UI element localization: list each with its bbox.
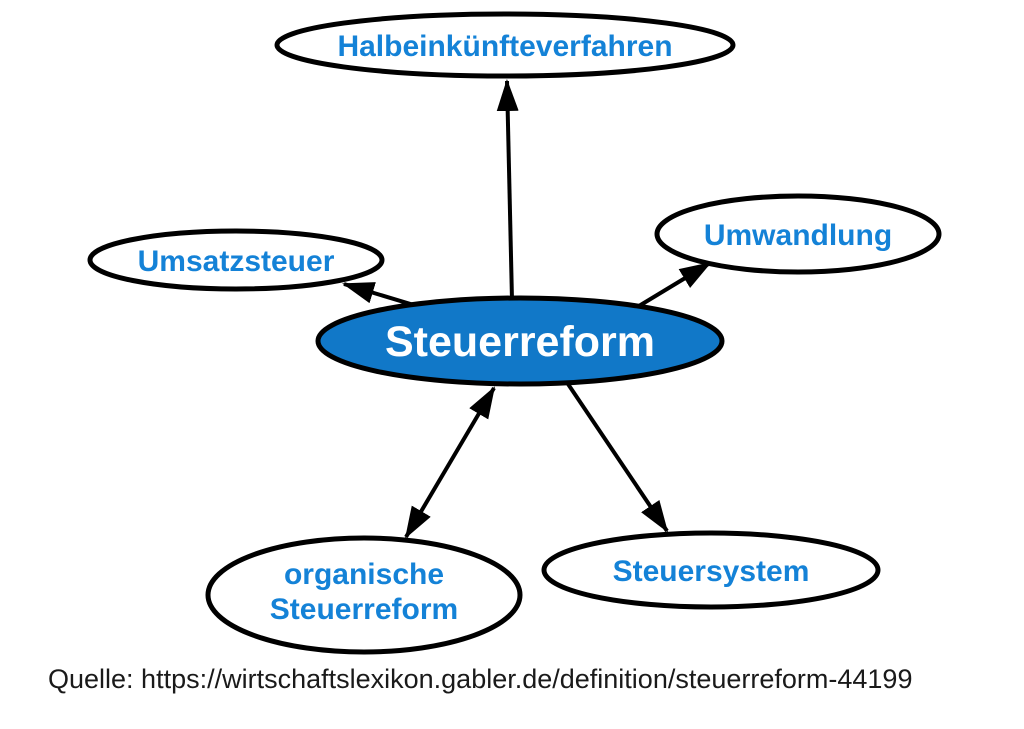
node-halbeinkuenfteverfahren-label: Halbeinkünfteverfahren: [337, 30, 672, 63]
node-umsatzsteuer-label: Umsatzsteuer: [138, 245, 335, 278]
node-umwandlung-shape[interactable]: [654, 193, 942, 275]
edge-steuerreform-steuersystem: [566, 382, 669, 533]
node-steuersystem-shape[interactable]: [541, 530, 881, 610]
node-umsatzsteuer[interactable]: Umsatzsteuer: [87, 228, 385, 292]
node-umsatzsteuer-shape[interactable]: [87, 228, 385, 292]
node-steuerreform-center-shape[interactable]: [315, 295, 725, 387]
node-halbeinkuenfteverfahren-shape[interactable]: [274, 11, 736, 79]
node-organische-steuerreform-shape[interactable]: [205, 535, 523, 655]
node-organische-steuerreform-label-line1: organische: [284, 558, 444, 591]
node-steuersystem-label: Steuersystem: [613, 555, 810, 588]
node-steuerreform-center-label: Steuerreform: [385, 318, 655, 366]
node-steuerreform-center[interactable]: Steuerreform: [315, 295, 725, 387]
node-organische-steuerreform[interactable]: organische Steuerreform: [205, 535, 523, 655]
node-umwandlung[interactable]: Umwandlung: [654, 193, 942, 275]
node-halbeinkuenfteverfahren[interactable]: Halbeinkünfteverfahren: [274, 11, 736, 79]
node-umwandlung-label: Umwandlung: [704, 219, 892, 252]
edge-steuerreform-organische-steuerreform: [404, 386, 496, 539]
node-steuersystem[interactable]: Steuersystem: [541, 530, 881, 610]
edge-steuerreform-halbeinkuenfteverfahren: [496, 79, 519, 301]
edge-steuerreform-umwandlung: [632, 261, 712, 311]
node-organische-steuerreform-label-line2: Steuerreform: [270, 593, 458, 626]
source-caption: Quelle: https://wirtschaftslexikon.gable…: [48, 664, 912, 694]
